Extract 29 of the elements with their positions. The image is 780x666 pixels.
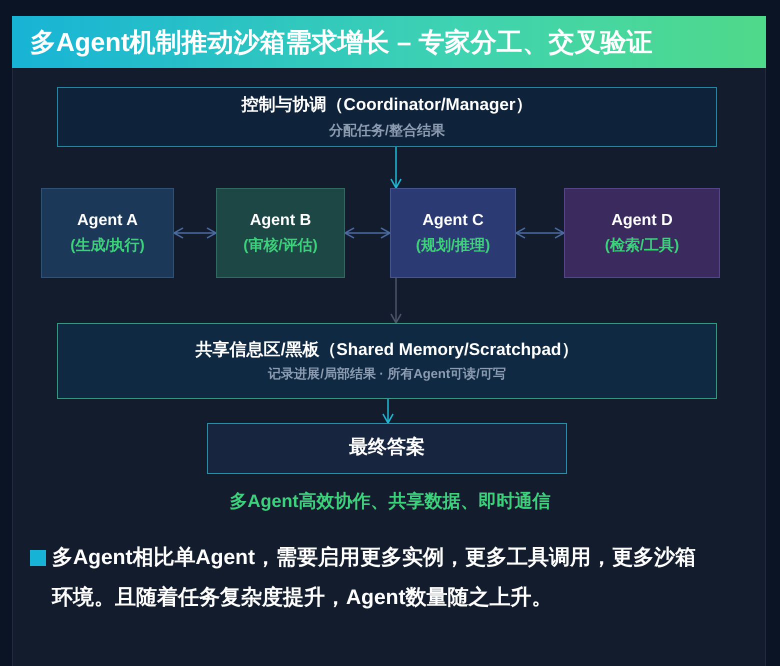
arrow — [382, 399, 394, 424]
double-arrow — [515, 227, 565, 239]
double-arrow — [173, 227, 217, 239]
box-subtitle: 记录进展/局部结果 · 所有Agent可读/可写 — [268, 366, 506, 382]
note-text: 多Agent相比单Agent，需要启用更多实例，更多工具调用，更多沙箱环境。且随着任务复杂度提升，Agent数量随之上升。 — [52, 544, 697, 611]
tagline-text: 多Agent高效协作、共享数据、即时通信 — [228, 490, 552, 513]
arrow — [390, 278, 402, 324]
agent-name: Agent C — [422, 211, 484, 231]
role-text: (审核/评估) — [243, 236, 318, 255]
result-box — [207, 423, 567, 474]
agent-box — [390, 188, 516, 278]
title-text: 多Agent机制推动沙箱需求增长 – 专家分工、交叉验证 — [30, 26, 653, 58]
role-text: (生成/执行) — [70, 236, 145, 255]
role-text: (检索/工具) — [604, 236, 680, 255]
box-title: 控制与协调（Coordinator/Manager） — [242, 95, 532, 116]
memory-box — [57, 323, 717, 399]
agent-name: Agent A — [77, 211, 138, 231]
agent-box — [564, 188, 720, 278]
agent-box — [41, 188, 174, 278]
coordinator-box — [57, 87, 717, 147]
agent-name: Agent B — [250, 211, 312, 231]
double-arrow — [344, 227, 391, 239]
arrow — [390, 147, 402, 189]
role-text: (规划/推理) — [416, 236, 490, 255]
box-subtitle: 分配任务/整合结果 — [329, 122, 445, 139]
agent-box — [216, 188, 345, 278]
agent-name: Agent D — [611, 211, 673, 231]
box-title: 共享信息区/黑板（Shared Memory/Scratchpad） — [196, 340, 578, 360]
box-title: 最终答案 — [349, 437, 425, 460]
